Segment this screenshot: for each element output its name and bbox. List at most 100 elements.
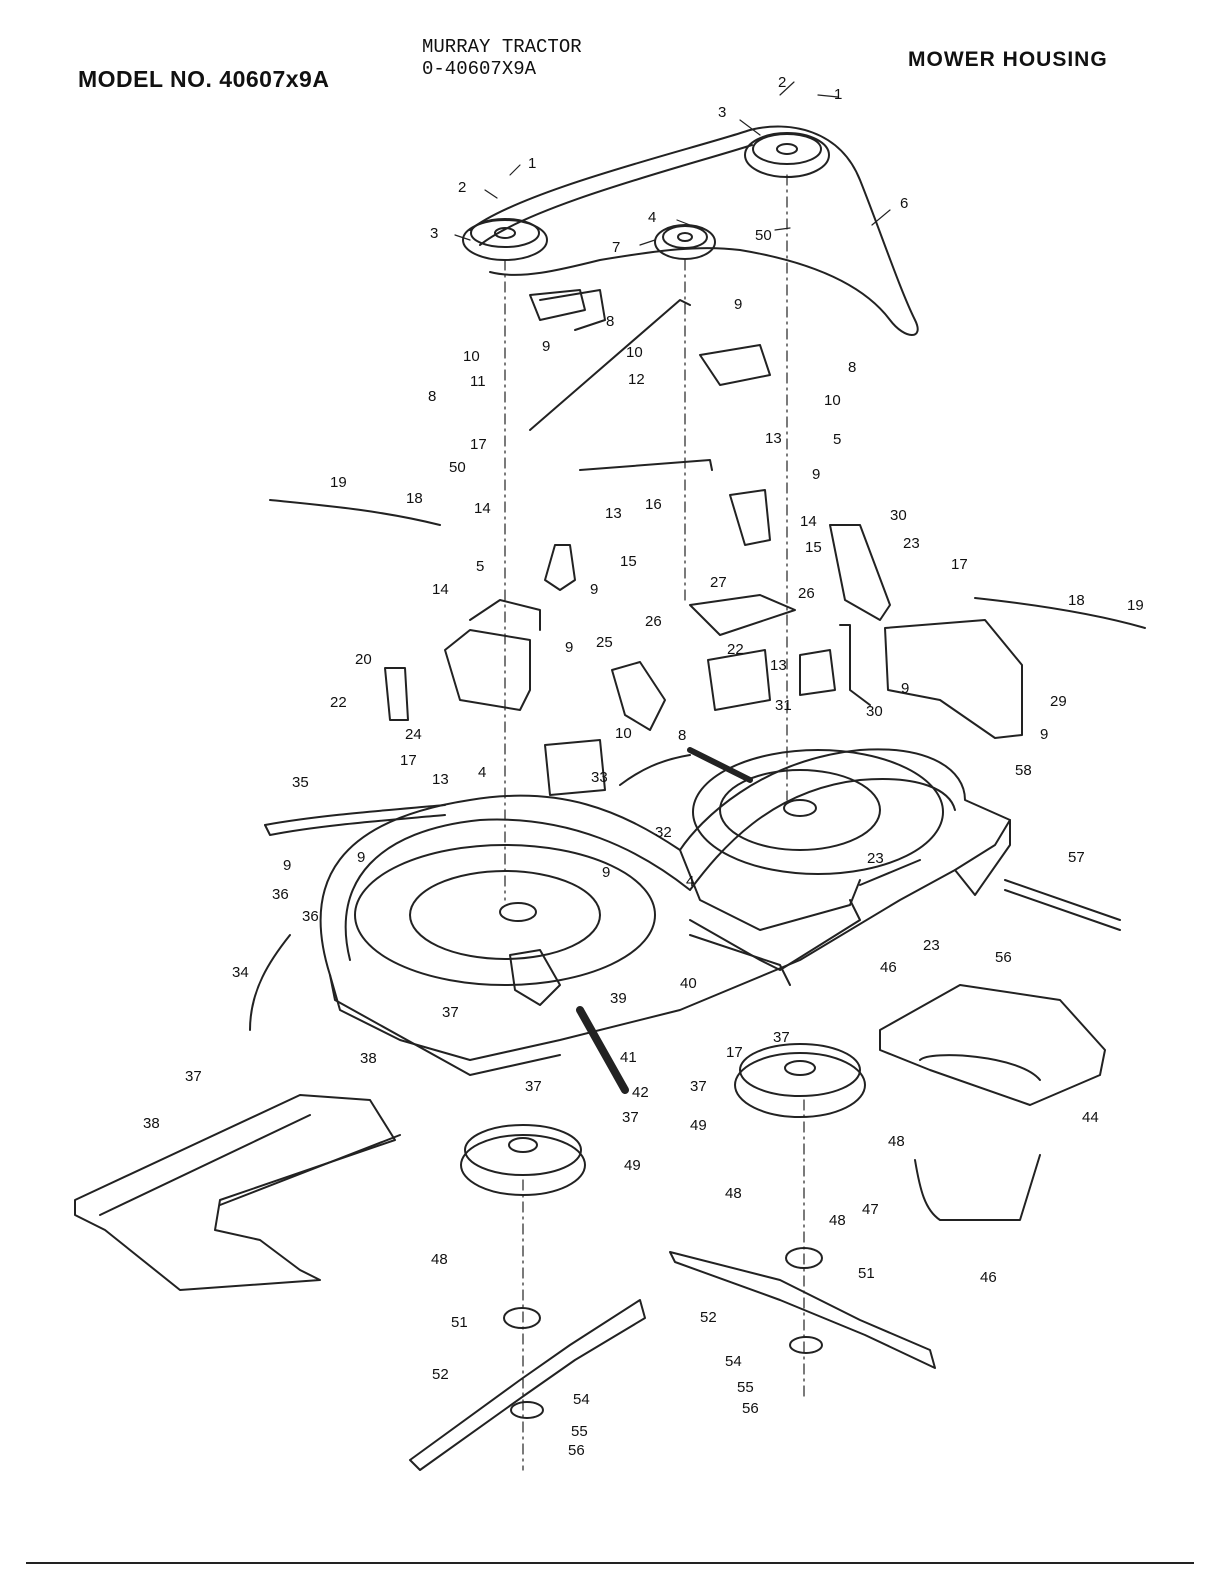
- callout-label: 22: [330, 694, 347, 711]
- callout-label: 41: [620, 1049, 637, 1066]
- idler-arm-assembly: [249, 289, 1146, 1094]
- callout-label: 38: [360, 1050, 377, 1067]
- callout-label: 48: [431, 1251, 448, 1268]
- callout-label: 10: [626, 344, 643, 361]
- callout-label: 48: [829, 1212, 846, 1229]
- callout-label: 15: [620, 553, 637, 570]
- callout-label: 10: [463, 348, 480, 365]
- callout-label: 51: [451, 1314, 468, 1331]
- callout-label: 55: [737, 1379, 754, 1396]
- callout-label: 5: [476, 558, 484, 575]
- callout-label: 17: [951, 556, 968, 573]
- callout-label: 30: [890, 507, 907, 524]
- callout-label: 20: [355, 651, 372, 668]
- callout-label: 56: [568, 1442, 585, 1459]
- callout-label: 8: [606, 313, 614, 330]
- callout-label: 8: [428, 388, 436, 405]
- callout-label: 37: [622, 1109, 639, 1126]
- callout-label: 14: [474, 500, 491, 517]
- mower-deck-housing: [319, 748, 1011, 1076]
- callout-label: 9: [812, 466, 820, 483]
- callout-label: 49: [624, 1157, 641, 1174]
- callout-label: 18: [1068, 592, 1085, 609]
- callout-numbers: 1 2 3 6 1 2 3 4 50 7 8 9 10 8 10 9 12 10…: [143, 74, 1144, 1459]
- callout-label: 39: [610, 990, 627, 1007]
- callout-label: 30: [866, 703, 883, 720]
- callout-label: 37: [185, 1068, 202, 1085]
- callout-label: 36: [302, 908, 319, 925]
- callout-leader-lines: [454, 81, 891, 1471]
- callout-label: 9: [357, 849, 365, 866]
- callout-label: 9: [542, 338, 550, 355]
- callout-label: 25: [596, 634, 613, 651]
- callout-label: 1: [834, 86, 842, 103]
- callout-label: 56: [995, 949, 1012, 966]
- anti-scalp-bracket: [879, 984, 1106, 1221]
- callout-label: 22: [727, 641, 744, 658]
- callout-label: 54: [573, 1391, 590, 1408]
- callout-label: 10: [824, 392, 841, 409]
- callout-label: 15: [805, 539, 822, 556]
- callout-label: 13: [605, 505, 622, 522]
- callout-label: 24: [405, 726, 422, 743]
- callout-label: 8: [848, 359, 856, 376]
- callout-label: 51: [858, 1265, 875, 1282]
- callout-label: 16: [645, 496, 662, 513]
- callout-label: 46: [880, 959, 897, 976]
- callout-label: 37: [525, 1078, 542, 1095]
- callout-label: 9: [734, 296, 742, 313]
- callout-label: 26: [798, 585, 815, 602]
- callout-label: 33: [591, 769, 608, 786]
- callout-label: 18: [406, 490, 423, 507]
- callout-label: 23: [923, 937, 940, 954]
- callout-label: 3: [718, 104, 726, 121]
- model-number: MODEL NO. 40607x9A: [78, 66, 330, 92]
- callout-label: 44: [1082, 1109, 1099, 1126]
- callout-label: 35: [292, 774, 309, 791]
- callout-label: 36: [272, 886, 289, 903]
- callout-label: 47: [862, 1201, 879, 1218]
- callout-label: 42: [632, 1084, 649, 1101]
- manufacturer-name: MURRAY TRACTOR: [422, 36, 582, 58]
- callout-label: 14: [432, 581, 449, 598]
- callout-label: 52: [432, 1366, 449, 1383]
- callout-label: 1: [528, 155, 536, 172]
- part-code: 0-40607X9A: [422, 58, 537, 80]
- callout-label: 14: [800, 513, 817, 530]
- callout-label: 9: [565, 639, 573, 656]
- callout-label: 11: [470, 373, 486, 390]
- callout-label: 37: [442, 1004, 459, 1021]
- callout-label: 23: [867, 850, 884, 867]
- callout-label: 48: [725, 1185, 742, 1202]
- callout-label: 31: [775, 697, 792, 714]
- callout-label: 8: [678, 727, 686, 744]
- callout-label: 9: [602, 864, 610, 881]
- callout-label: 2: [778, 74, 786, 91]
- callout-label: 17: [400, 752, 417, 769]
- callout-label: 4: [686, 873, 694, 890]
- drive-belt-pulleys: [462, 125, 919, 336]
- callout-label: 52: [700, 1309, 717, 1326]
- callout-label: 17: [470, 436, 487, 453]
- callout-label: 10: [615, 725, 632, 742]
- callout-label: 13: [765, 430, 782, 447]
- callout-label: 32: [655, 824, 672, 841]
- callout-label: 55: [571, 1423, 588, 1440]
- callout-label: 13: [432, 771, 449, 788]
- callout-label: 12: [628, 371, 645, 388]
- bottom-rule: [26, 1562, 1194, 1564]
- callout-label: 58: [1015, 762, 1032, 779]
- callout-label: 49: [690, 1117, 707, 1134]
- callout-label: 38: [143, 1115, 160, 1132]
- callout-label: 4: [478, 764, 486, 781]
- callout-label: 3: [430, 225, 438, 242]
- callout-label: 34: [232, 964, 249, 981]
- section-title: MOWER HOUSING: [908, 48, 1108, 71]
- callout-label: 57: [1068, 849, 1085, 866]
- callout-label: 2: [458, 179, 466, 196]
- callout-label: 56: [742, 1400, 759, 1417]
- callout-label: 29: [1050, 693, 1067, 710]
- mower-blades: [409, 1251, 936, 1471]
- discharge-chute: [74, 1094, 401, 1291]
